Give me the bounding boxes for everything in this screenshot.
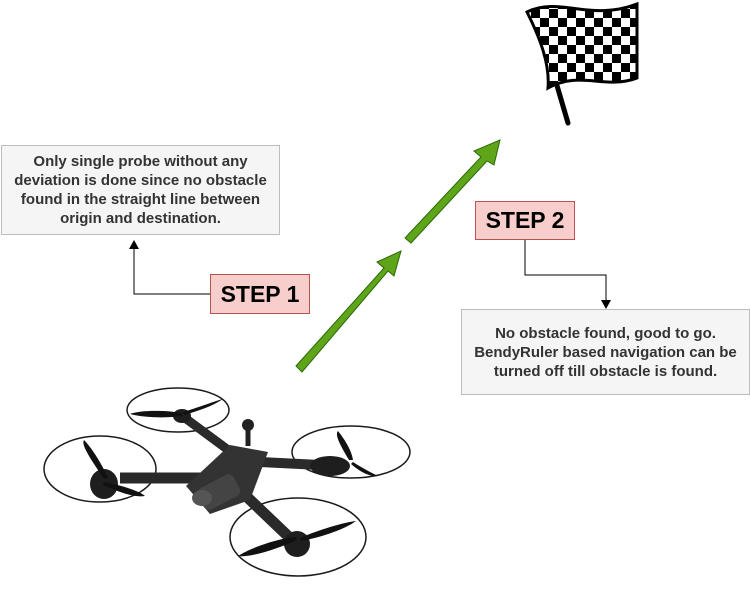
step1-description: Only single probe without any deviation … [1,145,280,235]
path-arrow-segment-1 [295,250,402,373]
step1-connector [133,247,210,295]
step2-connector [524,240,607,302]
checkered-flag-icon [524,1,639,126]
step1-label: STEP 1 [210,274,310,314]
quadcopter-drone-icon [43,387,411,577]
step1-connector-head [129,240,139,249]
step2-description: No obstacle found, good to go. BendyRule… [461,309,750,395]
step2-label: STEP 2 [475,201,575,240]
step2-connector-head [601,300,611,309]
path-arrow-segment-2 [404,139,501,244]
